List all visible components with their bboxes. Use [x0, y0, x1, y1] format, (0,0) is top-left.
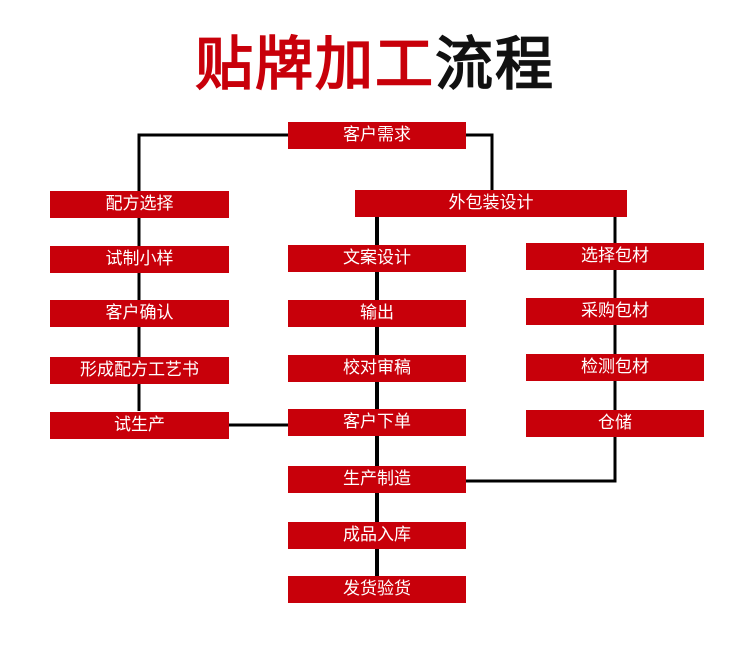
- node-customer-confirm: 客户确认: [50, 300, 229, 327]
- title-black-part: 流程: [435, 30, 556, 98]
- title-red-part: 贴牌加工: [194, 30, 435, 98]
- connector-demand-formula: [137, 133, 288, 191]
- node-output: 输出: [288, 300, 466, 327]
- node-purchase-material: 采购包材: [526, 298, 704, 325]
- node-trial-production: 试生产: [50, 412, 229, 439]
- connector-demand-packaging: [466, 133, 494, 190]
- node-warehousing-products: 成品入库: [288, 522, 466, 549]
- node-copy-design: 文案设计: [288, 245, 466, 272]
- node-formula-process: 形成配方工艺书: [50, 357, 229, 384]
- node-customer-demand: 客户需求: [288, 122, 466, 149]
- node-inspect-material: 检测包材: [526, 354, 704, 381]
- connector-storage-manufacturing: [466, 437, 617, 483]
- node-select-material: 选择包材: [526, 243, 704, 270]
- node-proofreading: 校对审稿: [288, 355, 466, 382]
- node-shipping-inspection: 发货验货: [288, 576, 466, 603]
- node-trial-sample: 试制小样: [50, 246, 229, 273]
- node-storage: 仓储: [526, 410, 704, 437]
- node-manufacturing: 生产制造: [288, 466, 466, 493]
- node-packaging-design: 外包装设计: [355, 190, 627, 217]
- page-title: 贴牌加工流程: [0, 28, 750, 100]
- node-customer-order: 客户下单: [288, 409, 466, 436]
- node-formula-selection: 配方选择: [50, 191, 229, 218]
